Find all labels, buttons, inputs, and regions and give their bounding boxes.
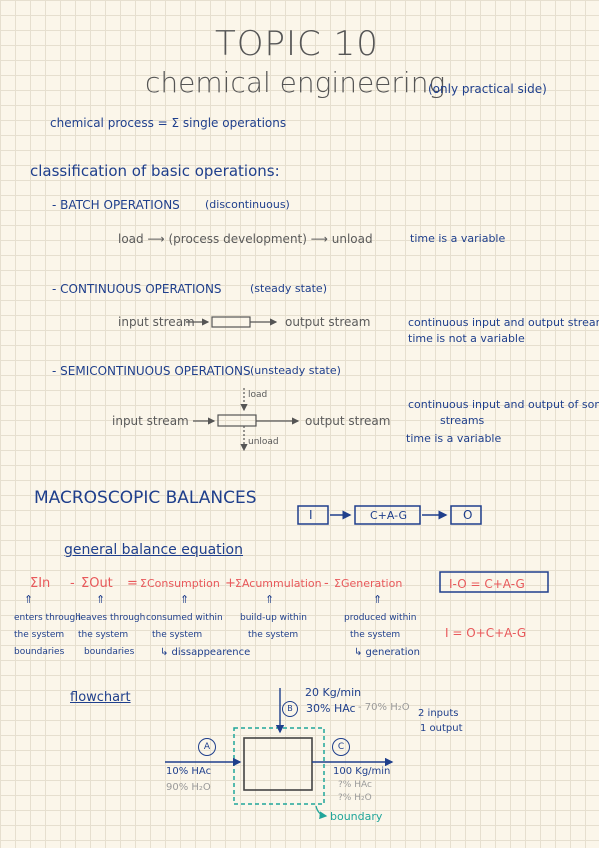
desc-line: leaves through: [78, 613, 146, 623]
term-generation: ΣGeneration: [334, 577, 403, 590]
semicontinuous-input: input stream: [112, 414, 189, 428]
desc-line: ↳ generation: [354, 647, 420, 658]
macro-box-diagram: [297, 505, 482, 525]
semicontinuous-label: - SEMICONTINUOUS OPERATIONS: [52, 364, 251, 378]
general-heading: general balance equation: [64, 542, 243, 558]
classification-heading: classification of basic operations:: [30, 162, 280, 180]
semicontinuous-output: output stream: [305, 414, 391, 428]
semicontinuous-note-2: streams: [440, 414, 485, 427]
desc-line: the system: [152, 630, 203, 640]
flowchart-diagram: [165, 688, 394, 820]
stream-c-label: C: [332, 738, 350, 756]
desc-line: boundaries: [14, 647, 65, 657]
desc-line: produced within: [344, 613, 417, 623]
desc-accumulation: build-up within the system: [240, 612, 307, 642]
stream-a-comp-2: 90% H₂O: [166, 782, 211, 793]
semicontinuous-load: load: [248, 390, 268, 400]
up-arrow-icon: ⇑: [24, 593, 34, 606]
stream-a-label: A: [198, 738, 216, 756]
io-note-2: 1 output: [420, 723, 463, 734]
stream-c-comp-2: ?% H₂O: [338, 793, 372, 803]
up-arrow-icon: ⇑: [265, 593, 275, 606]
semicontinuous-paren: (unsteady state): [250, 364, 341, 377]
page-subtitle: chemical engineering: [145, 66, 446, 99]
desc-in: enters through the system boundaries: [14, 612, 81, 659]
term-in: ΣIn: [30, 576, 51, 591]
desc-line: the system: [350, 630, 401, 640]
term-minus-1: -: [70, 576, 75, 591]
desc-line: enters through: [14, 613, 81, 623]
batch-note: time is a variable: [410, 232, 506, 245]
continuous-note-1: continuous input and output streams: [408, 316, 599, 329]
term-plus: +: [225, 576, 236, 591]
desc-line: build-up within: [240, 613, 307, 623]
up-arrow-icon: ⇑: [96, 593, 106, 606]
macro-box-mid: C+A-G: [370, 509, 408, 522]
macro-box-i: I: [309, 508, 313, 522]
desc-line: the system: [78, 630, 129, 640]
macro-heading: MACROSCOPIC BALANCES: [34, 488, 257, 508]
equation-2: I = O+C+A-G: [445, 626, 527, 640]
desc-line: the system: [14, 630, 65, 640]
io-note-1: 2 inputs: [418, 708, 459, 719]
stream-c-comp-1: ?% HAc: [338, 780, 372, 790]
subtitle-note: (only practical side): [428, 82, 547, 96]
desc-out: leaves through the system boundaries: [78, 612, 145, 659]
continuous-note-2: time is not a variable: [408, 332, 525, 345]
stream-a-comp-1: 10% HAc: [166, 766, 212, 777]
stream-c-flow: 100 Kg/min: [333, 766, 391, 777]
term-out: ΣOut: [81, 576, 113, 591]
continuous-unit-diagram: [186, 316, 278, 328]
desc-consumption: consumed within the system ↳ dissappeare…: [146, 612, 250, 659]
page-title: TOPIC 10: [215, 24, 379, 64]
boxed-equation-frame: [439, 571, 549, 593]
up-arrow-icon: ⇑: [373, 593, 383, 606]
definition: chemical process = Σ single operations: [50, 116, 287, 130]
semicontinuous-note-1: continuous input and output of some: [408, 398, 599, 411]
stream-b-flow: 20 Kg/min: [305, 686, 362, 699]
term-consumption: ΣConsumption: [140, 577, 220, 590]
desc-line: boundaries: [84, 647, 135, 657]
term-minus-2: -: [324, 576, 329, 591]
desc-line: ↳ dissappearence: [160, 647, 251, 658]
stream-b-label: B: [282, 701, 298, 717]
semicontinuous-note-3: time is a variable: [406, 432, 502, 445]
semicontinuous-unload: unload: [248, 437, 279, 447]
batch-flow: load ⟶ (process development) ⟶ unload: [118, 232, 373, 246]
up-arrow-icon: ⇑: [180, 593, 190, 606]
continuous-input: input stream: [118, 315, 195, 329]
batch-label: - BATCH OPERATIONS: [52, 198, 180, 212]
desc-line: consumed within: [146, 613, 223, 623]
desc-generation: produced within the system ↳ generation: [344, 612, 420, 659]
desc-line: the system: [248, 630, 299, 640]
semicontinuous-unit-diagram: [193, 388, 300, 452]
macro-box-o: O: [463, 508, 473, 522]
stream-b-comp-2: - 70% H₂O: [358, 702, 410, 713]
boxed-equation: I-O = C+A-G: [449, 577, 525, 591]
term-equals: =: [127, 576, 138, 591]
continuous-paren: (steady state): [250, 282, 327, 295]
stream-b-comp: 30% HAc: [306, 702, 356, 715]
flowchart-heading: flowchart: [70, 690, 131, 705]
continuous-label: - CONTINUOUS OPERATIONS: [52, 282, 222, 296]
boundary-label: boundary: [330, 810, 383, 823]
batch-paren: (discontinuous): [205, 198, 290, 211]
term-accumulation: ΣAcummulation: [235, 577, 322, 590]
continuous-output: output stream: [285, 315, 371, 329]
